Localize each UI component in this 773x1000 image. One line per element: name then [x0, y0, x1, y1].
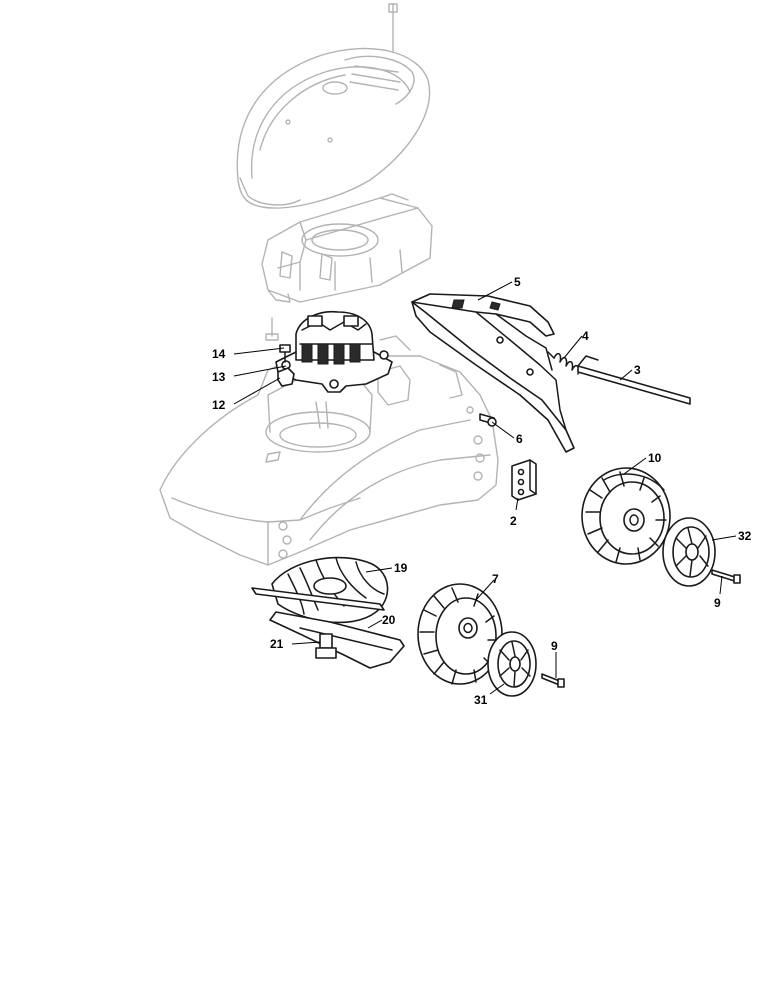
- blade: [269, 611, 405, 669]
- callout-9-rear: 9: [714, 596, 721, 610]
- callout-2: 2: [510, 514, 517, 528]
- rear-wheel: [581, 467, 671, 565]
- bracket-2: [511, 459, 537, 501]
- spring: [547, 351, 599, 375]
- hubcap-front: [487, 631, 537, 697]
- fan: [251, 556, 389, 624]
- mower-deck: [159, 335, 499, 566]
- cover-screw: [388, 3, 398, 61]
- callout-3: 3: [634, 363, 641, 377]
- housing-screw: [265, 317, 279, 341]
- callout-4: 4: [582, 329, 589, 343]
- callout-6: 6: [516, 432, 523, 446]
- callout-5: 5: [514, 275, 521, 289]
- front-wheel: [417, 583, 503, 685]
- leader-lines: [233, 281, 737, 695]
- motor-cover: [236, 47, 431, 209]
- callout-21: 21: [270, 637, 284, 651]
- rear-flap: [411, 293, 575, 453]
- callout-20: 20: [382, 613, 396, 627]
- screw-9-rear: [711, 569, 741, 584]
- callout-labels: 14 13 12 5 4 3 6 2 10 32 9 19 7 20 21 9 …: [212, 275, 752, 707]
- screw-14: [279, 344, 291, 363]
- callout-14: 14: [212, 347, 226, 361]
- callout-13: 13: [212, 370, 226, 384]
- callout-10: 10: [648, 451, 662, 465]
- axle: [577, 365, 691, 405]
- screw-9-front: [541, 673, 565, 688]
- callout-12: 12: [212, 398, 226, 412]
- motor: [275, 310, 393, 393]
- callout-19: 19: [394, 561, 408, 575]
- callout-9-front: 9: [551, 639, 558, 653]
- callout-7: 7: [492, 572, 499, 586]
- clip-12: [277, 367, 295, 387]
- motor-housing: [261, 193, 433, 303]
- bolt-21: [315, 633, 337, 659]
- hubcap-rear: [662, 517, 716, 587]
- callout-32: 32: [738, 529, 752, 543]
- callout-31: 31: [474, 693, 488, 707]
